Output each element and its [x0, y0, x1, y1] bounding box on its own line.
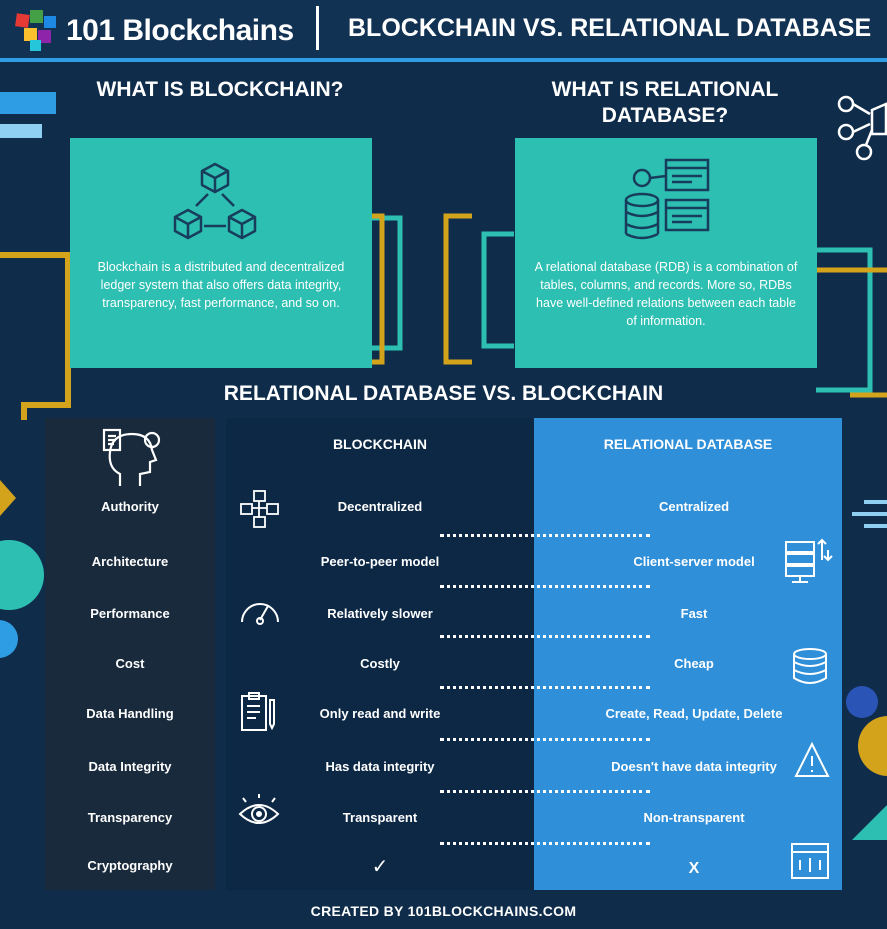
row-divider [440, 790, 650, 793]
blockchain-card [70, 138, 372, 368]
blockchain-description: Blockchain is a distributed and decentra… [97, 260, 345, 310]
blockchain-column-header: BLOCKCHAIN [332, 436, 428, 452]
coins-icon [793, 648, 827, 684]
row-label: Performance [90, 606, 170, 621]
blockchain-value: Transparent [342, 810, 418, 825]
clipboard-icon [241, 692, 275, 731]
rdb-column-header: RELATIONAL DATABASE [603, 436, 773, 452]
blockchain-value: Only read and write [319, 706, 441, 721]
row-divider [440, 738, 650, 741]
deco-right-lines [864, 500, 887, 504]
circuit-window-icon [791, 843, 829, 879]
deco-blue-circle [0, 620, 18, 658]
header-underline [0, 58, 887, 62]
server-icon [785, 538, 833, 583]
row-divider [440, 534, 650, 537]
head-thinking-icon [102, 428, 161, 486]
brand-name: 101 Blockchains [66, 14, 294, 47]
rdb-value: Non-transparent [643, 810, 745, 825]
rdb-section-title-line1: WHAT IS RELATIONAL [551, 78, 779, 101]
deco-bar-blue [0, 92, 56, 114]
row-label: Authority [101, 499, 159, 514]
rdb-column [534, 418, 842, 890]
rdb-value: Centralized [658, 499, 730, 514]
row-divider [440, 635, 650, 638]
blockchain-value: Has data integrity [325, 759, 435, 774]
labels-column [45, 418, 215, 890]
rdb-section-title-line2: DATABASE? [601, 104, 729, 127]
row-label: Architecture [91, 554, 169, 569]
footer-credit: CREATED BY 101BLOCKCHAINS.COM [310, 903, 577, 919]
blockchain-cubes-icon [173, 162, 257, 240]
network-cubes-icon [240, 490, 279, 528]
rdb-value: Client-server model [633, 554, 755, 569]
rdb-description: A relational database (RDB) is a combina… [534, 260, 798, 328]
deco-bar-light [0, 124, 42, 138]
deco-left-frame [0, 252, 71, 420]
rdb-value: Doesn't have data integrity [611, 759, 777, 774]
comparison-title: RELATIONAL DATABASE VS. BLOCKCHAIN [223, 382, 664, 405]
row-divider [440, 686, 650, 689]
deco-center-gold-frame [360, 213, 472, 365]
blockchain-value: Relatively slower [327, 606, 433, 621]
header-divider [316, 6, 319, 50]
blockchain-column [226, 418, 534, 890]
deco-right-lines-2 [852, 512, 887, 516]
row-label: Data Handling [86, 706, 174, 721]
rdb-value: Create, Read, Update, Delete [605, 706, 783, 721]
deco-teal-circle [0, 540, 44, 610]
deco-right-frames [481, 231, 887, 398]
blockchain-value: ✓ [371, 856, 389, 878]
database-icon [624, 158, 710, 240]
deco-yellow-triangle [0, 480, 16, 516]
blockchain-value: Costly [360, 656, 400, 671]
warning-gear-icon [794, 741, 830, 777]
row-label: Transparency [87, 810, 173, 825]
header-bar [0, 0, 887, 58]
rdb-value: Fast [680, 606, 708, 621]
row-label: Cryptography [87, 858, 173, 873]
rdb-value: X [688, 860, 700, 877]
deco-navy-circle [846, 686, 878, 718]
deco-right-lines-3 [864, 524, 887, 528]
deco-teal-triangle [852, 800, 887, 840]
deco-gold-circle [858, 716, 887, 776]
row-divider [440, 842, 650, 845]
row-label: Cost [115, 656, 145, 671]
page-title: BLOCKCHAIN VS. RELATIONAL DATABASE [348, 14, 872, 42]
rdb-value: Cheap [674, 656, 714, 671]
row-label: Data Integrity [88, 759, 172, 774]
blockchain-value: Decentralized [337, 499, 423, 514]
logo-cubes-icon [15, 10, 56, 51]
speedometer-icon [241, 603, 279, 625]
blockchain-section-title: WHAT IS BLOCKCHAIN? [96, 78, 344, 101]
eye-icon [238, 794, 280, 824]
row-divider [440, 585, 650, 588]
deco-network-icon [837, 95, 887, 161]
blockchain-value: Peer-to-peer model [320, 554, 440, 569]
